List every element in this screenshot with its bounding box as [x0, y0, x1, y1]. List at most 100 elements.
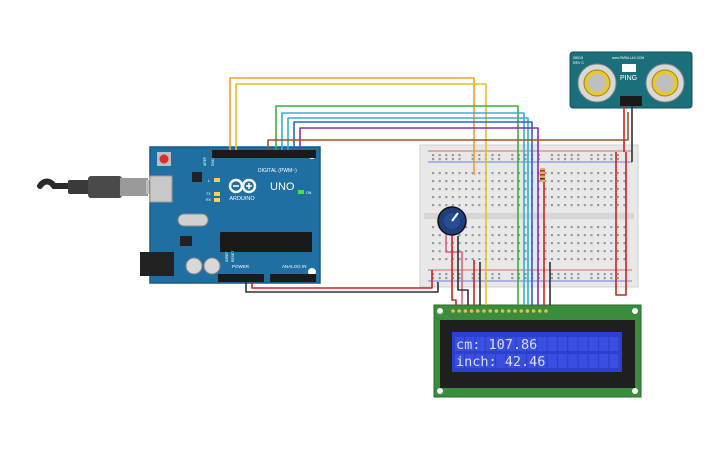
- wire-rail-red[interactable]: [615, 152, 627, 296]
- breadboard-hole: [557, 273, 560, 276]
- breadboard-hole: [623, 242, 626, 245]
- breadboard-hole: [504, 188, 507, 191]
- lcd-cell: [527, 337, 537, 351]
- breadboard-hole: [570, 277, 573, 280]
- breadboard-hole: [458, 242, 461, 245]
- wire-gnd[interactable]: [245, 282, 439, 293]
- breadboard-hole: [616, 250, 619, 253]
- breadboard-hole: [557, 158, 560, 161]
- breadboard-hole: [511, 242, 514, 245]
- breadboard-hole: [623, 204, 626, 207]
- analog-header: [270, 274, 316, 282]
- breadboard-hole: [544, 172, 547, 175]
- reset-button[interactable]: [157, 152, 171, 166]
- lcd-cell: [465, 337, 475, 351]
- wire-pot-black[interactable]: [457, 236, 469, 305]
- lcd-display[interactable]: cm: 107.86 inch: 42.46: [433, 304, 642, 398]
- breadboard-hole: [570, 180, 573, 183]
- lcd-cell: [568, 337, 578, 351]
- breadboard-hole: [478, 180, 481, 183]
- breadboard-hole: [570, 154, 573, 157]
- wire-pot-red[interactable]: [451, 236, 457, 305]
- breadboard-hole: [432, 250, 435, 253]
- breadboard-hole: [550, 273, 553, 276]
- breadboard-hole: [603, 226, 606, 229]
- lcd-cell: [485, 337, 495, 351]
- wire-blue[interactable]: [293, 121, 533, 305]
- potentiometer[interactable]: [437, 206, 467, 236]
- breadboard-hole: [597, 226, 600, 229]
- led-tx: [214, 192, 220, 196]
- wire-yellow[interactable]: [235, 83, 487, 305]
- wire-cyan-2[interactable]: [287, 117, 529, 305]
- breadboard-hole: [445, 258, 448, 261]
- breadboard-hole: [564, 258, 567, 261]
- breadboard-hole: [603, 277, 606, 280]
- breadboard-hole: [445, 196, 448, 199]
- breadboard-hole: [471, 273, 474, 276]
- breadboard-hole: [438, 172, 441, 175]
- wire-cyan[interactable]: [281, 112, 525, 305]
- crystal: [177, 213, 209, 227]
- breadboard-hole: [610, 158, 613, 161]
- capacitor: [185, 257, 203, 275]
- lcd-pin: [500, 309, 505, 313]
- breadboard-hole: [524, 180, 527, 183]
- lcd-cell: [537, 337, 547, 351]
- wire-brown[interactable]: [267, 112, 629, 150]
- lcd-pin: [513, 309, 517, 313]
- lcd-pin-header: [451, 309, 548, 313]
- breadboard-hole: [491, 258, 494, 261]
- breadboard-hole: [517, 172, 520, 175]
- breadboard-hole: [458, 273, 461, 276]
- breadboard-hole: [438, 180, 441, 183]
- breadboard-hole: [478, 242, 481, 245]
- breadboard-hole: [471, 180, 474, 183]
- breadboard-hole: [590, 204, 593, 207]
- breadboard-hole: [570, 158, 573, 161]
- power-jack: [140, 252, 174, 276]
- breadboard-hole: [458, 250, 461, 253]
- breadboard-hole: [504, 226, 507, 229]
- breadboard-hole: [445, 234, 448, 237]
- breadboard-hole: [517, 250, 520, 253]
- wire-green[interactable]: [275, 105, 519, 305]
- breadboard-hole: [451, 258, 454, 261]
- wire-purple[interactable]: [299, 127, 539, 305]
- breadboard-hole: [610, 258, 613, 261]
- breadboard-hole: [465, 204, 468, 207]
- sensor-name: PING: [620, 75, 637, 82]
- wire-orange[interactable]: [229, 77, 475, 175]
- lcd-pin: [482, 309, 486, 313]
- ultrasonic-sensor[interactable]: PING 28015 REV C www.PARALLAX.COM: [569, 51, 693, 109]
- breadboard-hole: [471, 277, 474, 280]
- breadboard-hole: [458, 277, 461, 280]
- breadboard-hole: [478, 226, 481, 229]
- breadboard-hole: [498, 188, 501, 191]
- breadboard-hole: [610, 196, 613, 199]
- breadboard-hole: [491, 273, 494, 276]
- breadboard-hole: [432, 196, 435, 199]
- lcd-cell: [547, 337, 557, 351]
- breadboard-hole: [445, 277, 448, 280]
- lcd-pin: [544, 309, 548, 313]
- breadboard-hole: [465, 234, 468, 237]
- tx-label: TX: [206, 192, 211, 196]
- breadboard-hole: [610, 172, 613, 175]
- breadboard-hole: [478, 172, 481, 175]
- lcd-cell: [516, 354, 526, 368]
- breadboard-hole: [438, 188, 441, 191]
- lcd-cell: [475, 354, 485, 368]
- breadboard-hole: [511, 172, 514, 175]
- breadboard-hole: [544, 204, 547, 207]
- arduino-board[interactable]: ARDUINO UNO DIGITAL (PWM~) POWER ANALOG …: [140, 146, 321, 284]
- wire-5v[interactable]: [251, 270, 433, 289]
- lcd-pin: [494, 309, 499, 313]
- breadboard-hole: [491, 234, 494, 237]
- breadboard-hole: [458, 258, 461, 261]
- lcd-pin: [457, 309, 462, 313]
- wire-pot-pink[interactable]: [445, 236, 463, 305]
- breadboard-hole: [432, 277, 435, 280]
- breadboard-hole: [517, 204, 520, 207]
- power-header: [218, 274, 264, 282]
